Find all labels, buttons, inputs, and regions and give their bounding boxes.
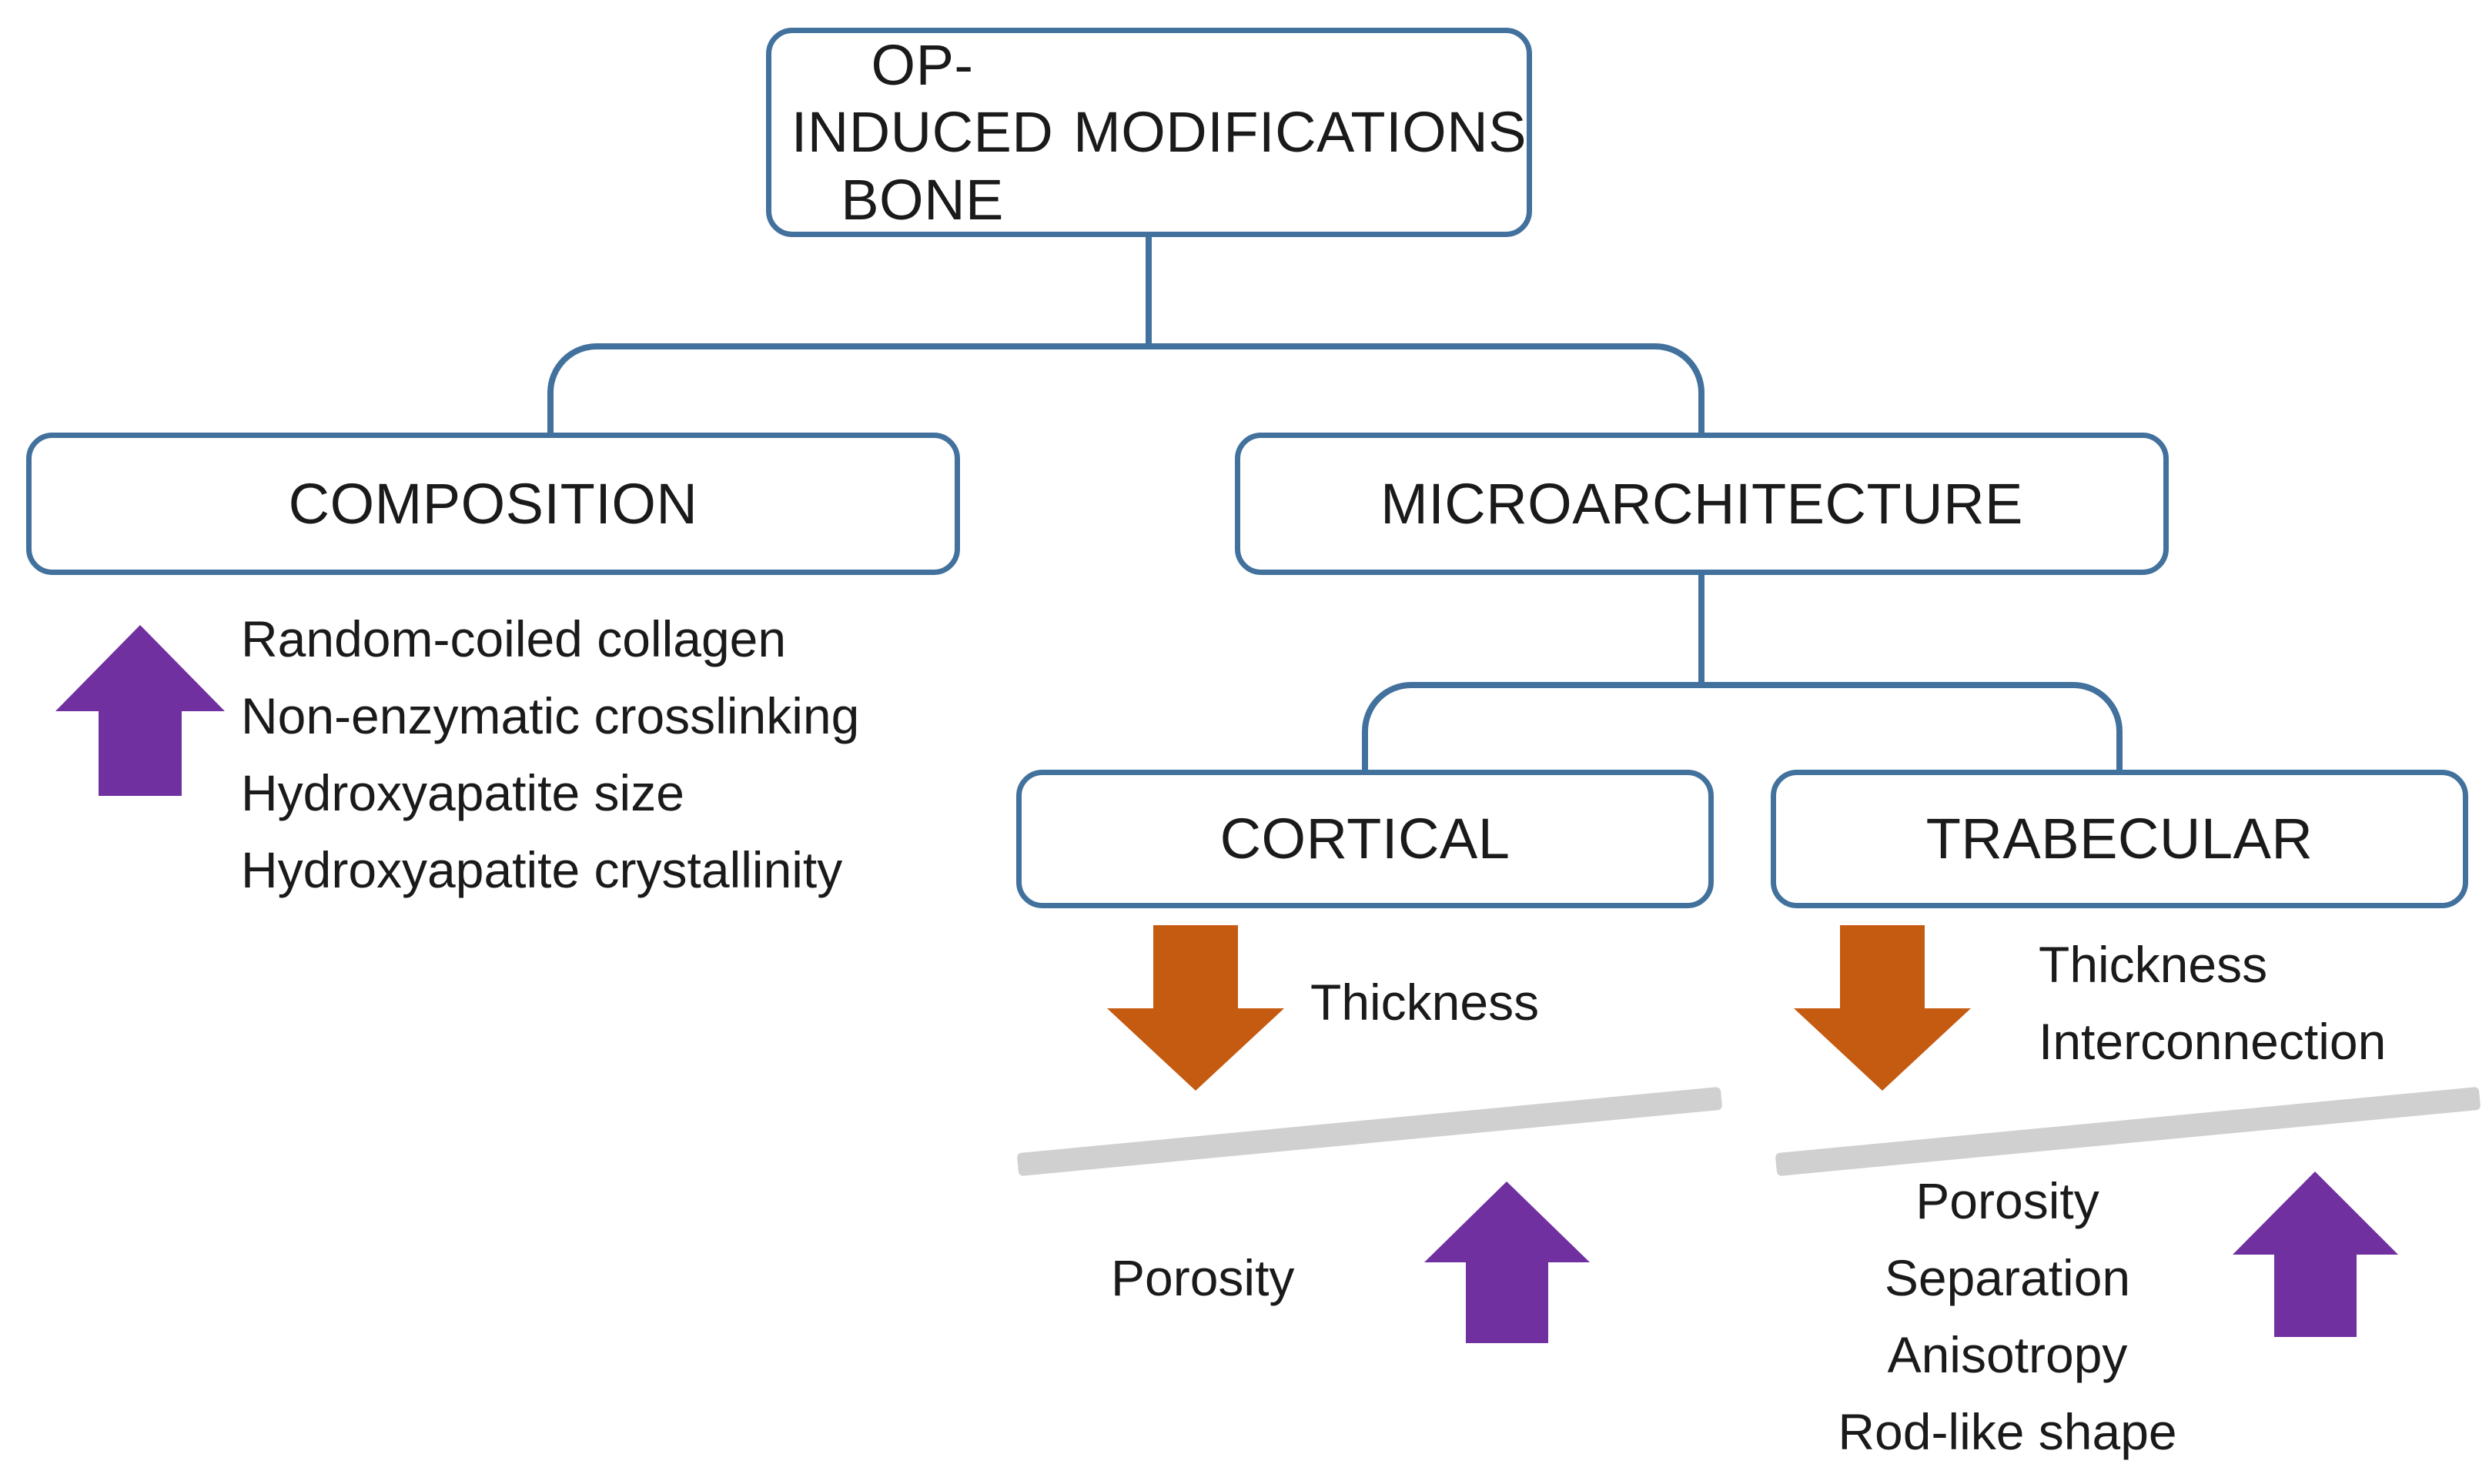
down-arrow-icon-trabecular — [1794, 925, 1971, 1091]
composition-item: Hydroxyapatite size — [241, 764, 684, 821]
node-label-cortical: CORTICAL — [1219, 807, 1510, 871]
composition-item-list: Random-coiled collagen Non-enzymatic cro… — [241, 600, 859, 908]
node-op-induced-bone-modifications[interactable]: OP-INDUCED BONE MODIFICATIONS — [766, 28, 1532, 237]
trabecular-increase-item: Porosity — [1915, 1172, 2099, 1229]
node-label-root-line1: OP-INDUCED BONE — [791, 33, 1054, 232]
connector-micro-to-trabecular — [1701, 682, 2123, 770]
cortical-decrease-item: Thickness — [1310, 974, 1540, 1031]
cortical-balance-beam — [1016, 1086, 1723, 1177]
up-arrow-icon-trabecular — [2233, 1171, 2398, 1337]
composition-item: Hydroxyapatite crystallinity — [241, 841, 843, 898]
node-trabecular[interactable]: TRABECULAR — [1771, 770, 2468, 908]
trabecular-decrease-item: Thickness — [2039, 936, 2268, 993]
node-label-microarchitecture: MICROARCHITECTURE — [1380, 471, 2023, 536]
composition-item: Random-coiled collagen — [241, 610, 787, 667]
up-arrow-icon-composition — [55, 625, 225, 796]
up-arrow-icon-cortical — [1424, 1182, 1590, 1343]
node-label-composition: COMPOSITION — [288, 471, 698, 536]
trabecular-increase-item: Rod-like shape — [1838, 1403, 2177, 1460]
trabecular-increase-list: Porosity Separation Anisotropy Rod-like … — [1828, 1162, 2186, 1470]
composition-item: Non-enzymatic crosslinking — [241, 687, 860, 744]
trabecular-decrease-item: Interconnection — [2039, 1013, 2387, 1070]
connector-micro-to-cortical — [1362, 682, 1701, 770]
connector-root-to-composition — [547, 343, 1149, 433]
node-cortical[interactable]: CORTICAL — [1016, 770, 1714, 908]
node-label-trabecular: TRABECULAR — [1925, 807, 2313, 871]
trabecular-increase-item: Anisotropy — [1887, 1326, 2128, 1383]
node-microarchitecture[interactable]: MICROARCHITECTURE — [1235, 433, 2169, 575]
trabecular-decrease-list: Thickness Interconnection — [2039, 926, 2386, 1080]
node-composition[interactable]: COMPOSITION — [26, 433, 960, 575]
down-arrow-icon-cortical — [1107, 925, 1284, 1091]
trabecular-increase-item: Separation — [1884, 1249, 2131, 1306]
connector-root-to-microarchitecture — [1149, 343, 1704, 433]
node-label-root-line2: MODIFICATIONS — [1073, 100, 1527, 165]
cortical-increase-item: Porosity — [1111, 1249, 1295, 1306]
